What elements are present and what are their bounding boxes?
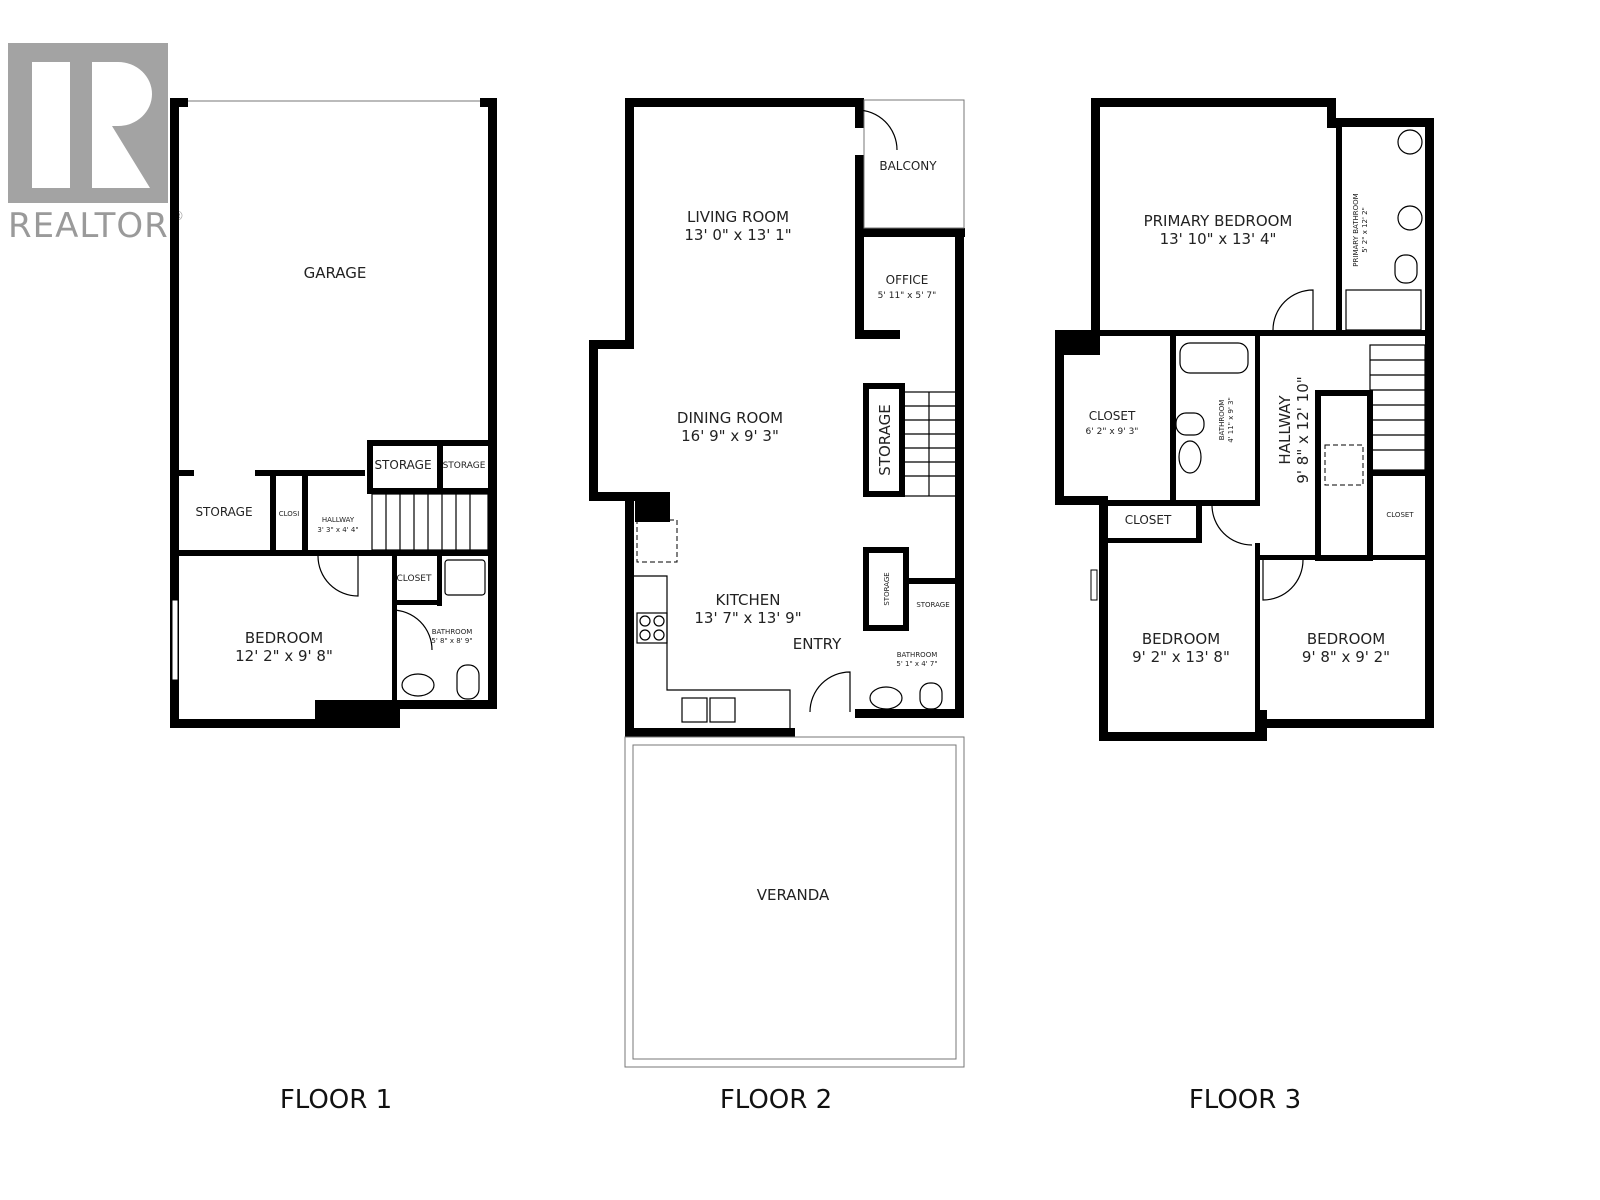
floor-1-plan: GARAGE STORAGE STORAGE STORAGE CLOSI HAL… xyxy=(170,98,497,1115)
room-dims-office: 5' 11" x 5' 7" xyxy=(878,291,937,301)
room-dims-living-room: 13' 0" x 13' 1" xyxy=(684,226,791,244)
floor-3-plan: PRIMARY BEDROOM 13' 10" x 13' 4" PRIMARY… xyxy=(1055,98,1434,1115)
room-dims-bathroom: 5' 1" x 4' 7" xyxy=(896,660,937,668)
floor-2-plan: BALCONY LIVING ROOM 13' 0" x 13' 1" OFFI… xyxy=(589,98,965,1115)
room-label-dining-room: DINING ROOM xyxy=(677,409,783,427)
room-label-bathroom: BATHROOM xyxy=(897,651,938,659)
room-label-storage: STORAGE xyxy=(374,458,431,472)
room-label-storage: STORAGE xyxy=(916,601,949,609)
room-label-storage: STORAGE xyxy=(195,505,252,519)
room-label-bathroom: BATHROOM xyxy=(432,628,473,636)
room-label-kitchen: KITCHEN xyxy=(716,591,781,609)
room-dims-kitchen: 13' 7" x 13' 9" xyxy=(694,609,801,627)
room-label-hallway: HALLWAY xyxy=(1276,395,1294,465)
room-dims-bedroom: 9' 8" x 9' 2" xyxy=(1302,648,1390,666)
realtor-logo: REALTOR ® xyxy=(8,43,184,246)
room-label-closet: CLOSET xyxy=(1125,513,1172,527)
room-label-primary-bedroom: PRIMARY BEDROOM xyxy=(1144,212,1293,230)
room-label-hallway: HALLWAY xyxy=(322,516,355,524)
room-dims-dining-room: 16' 9" x 9' 3" xyxy=(681,427,779,445)
room-label-balcony: BALCONY xyxy=(879,159,937,173)
room-dims-bathroom: 5' 8" x 8' 9" xyxy=(431,637,472,645)
room-label-closet: CLOSET xyxy=(1089,409,1136,423)
room-dims-primary-bathroom: 5' 2" x 12' 2" xyxy=(1361,207,1369,253)
room-label-storage: STORAGE xyxy=(443,461,486,471)
room-dims-closet: 6' 2" x 9' 3" xyxy=(1086,427,1139,437)
room-dims-hallway: 3' 3" x 4' 4" xyxy=(317,526,358,534)
floor-1-label: FLOOR 1 xyxy=(280,1085,392,1115)
room-label-bathroom: BATHROOM xyxy=(1218,400,1226,441)
room-label-bedroom: BEDROOM xyxy=(1142,630,1220,648)
room-label-storage: STORAGE xyxy=(883,572,891,605)
room-dims-bathroom: 4' 11" x 9' 3" xyxy=(1227,397,1235,443)
room-label-living-room: LIVING ROOM xyxy=(687,208,789,226)
room-label-entry: ENTRY xyxy=(793,635,842,653)
room-label-closet: CLOSET xyxy=(397,574,432,584)
room-label-primary-bathroom: PRIMARY BATHROOM xyxy=(1352,193,1360,266)
room-label-storage: STORAGE xyxy=(876,404,894,475)
room-label-closet: CLOSET xyxy=(1386,511,1414,519)
floor-2-label: FLOOR 2 xyxy=(720,1085,832,1115)
room-dims-bedroom: 12' 2" x 9' 8" xyxy=(235,647,333,665)
room-dims-hallway: 9' 8" x 12' 10" xyxy=(1294,376,1312,483)
room-label-bedroom: BEDROOM xyxy=(245,629,323,647)
room-label-veranda: VERANDA xyxy=(757,886,830,904)
room-label-garage: GARAGE xyxy=(304,264,367,282)
room-label-office: OFFICE xyxy=(886,273,929,287)
room-dims-bedroom: 9' 2" x 13' 8" xyxy=(1132,648,1230,666)
floor-3-label: FLOOR 3 xyxy=(1189,1085,1301,1115)
realtor-logo-text: REALTOR xyxy=(8,206,169,246)
room-label-bedroom: BEDROOM xyxy=(1307,630,1385,648)
room-dims-primary-bedroom: 13' 10" x 13' 4" xyxy=(1160,230,1277,248)
room-label-closet: CLOSI xyxy=(279,510,300,518)
